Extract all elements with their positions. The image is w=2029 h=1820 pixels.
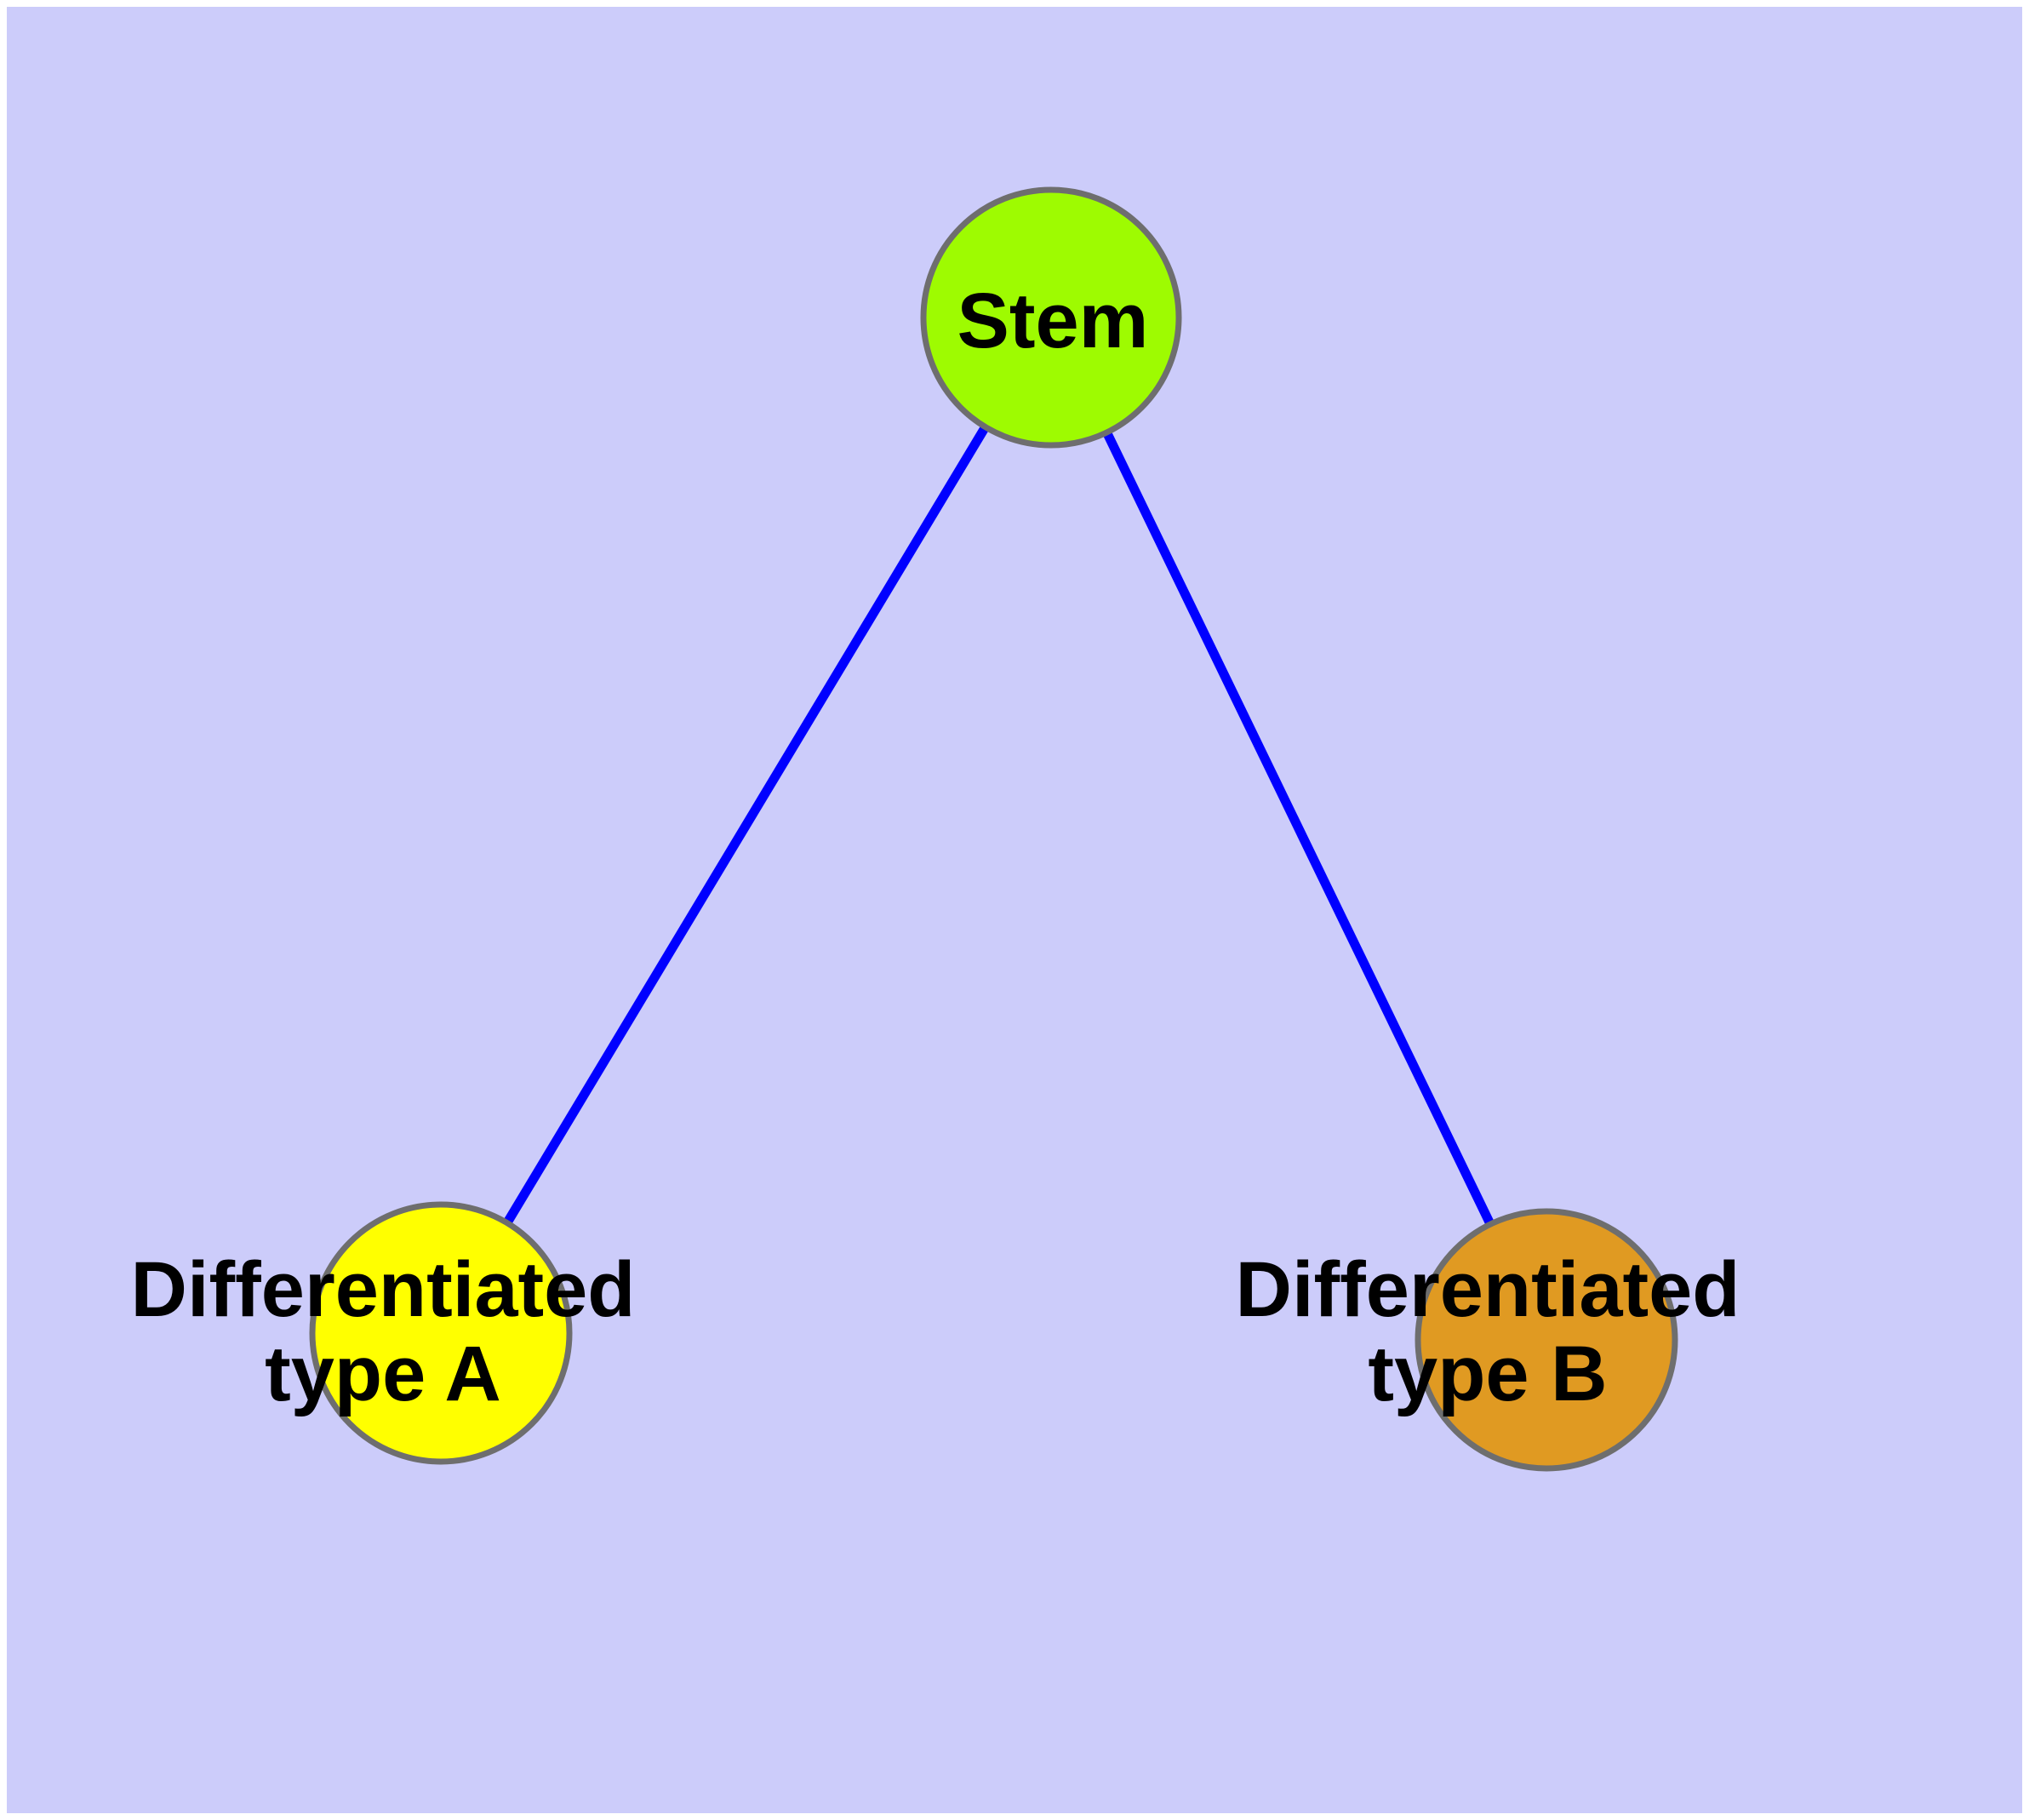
- graph-node-diff-a[interactable]: [309, 1201, 573, 1465]
- node-label-stem: Stem: [957, 278, 1149, 364]
- node-label-line: Differentiated: [131, 1246, 636, 1333]
- node-label-line: Differentiated: [1236, 1246, 1740, 1333]
- nodes-layer: [309, 186, 1678, 1472]
- graph-edge-stem-to-diff-b: [1047, 315, 1551, 1342]
- graph-node-diff-b[interactable]: [1415, 1208, 1678, 1472]
- node-label-line: Stem: [957, 278, 1149, 364]
- node-label-line: type B: [1368, 1331, 1607, 1417]
- node-label-line: type A: [265, 1331, 501, 1417]
- graph-node-stem[interactable]: [920, 186, 1182, 449]
- graph-edge-stem-to-diff-a: [437, 315, 1055, 1336]
- edges-layer: [437, 315, 1551, 1342]
